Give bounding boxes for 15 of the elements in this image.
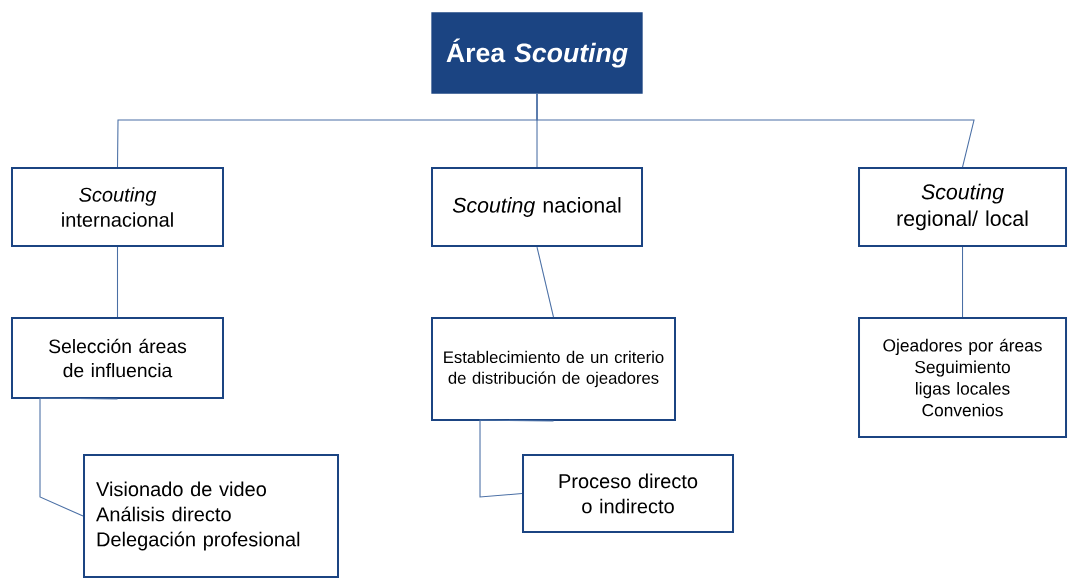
title-box: Área Scouting (431, 12, 643, 94)
process-box: Ojeadores por áreas Seguimiento ligas locales Convenios (858, 317, 1067, 438)
process-box: Proceso directo o indirecto (522, 454, 734, 533)
process-box: Scouting internacional (11, 167, 224, 247)
process-box: Establecimiento de un criterio de distribución de ojeadores (431, 317, 676, 421)
connector-line (962, 246, 964, 318)
connector-line (479, 419, 555, 498)
process-box: Selección áreas de influencia (11, 317, 224, 399)
connector-line (116, 246, 119, 318)
process-box: Scouting regional/ local (858, 167, 1067, 247)
process-box: Visionado de video Análisis directo Delegación profesional (83, 454, 339, 578)
connector-line (39, 397, 119, 517)
process-box: Scouting nacional (431, 167, 643, 247)
connector-line (536, 93, 975, 168)
connector-line (536, 246, 555, 318)
